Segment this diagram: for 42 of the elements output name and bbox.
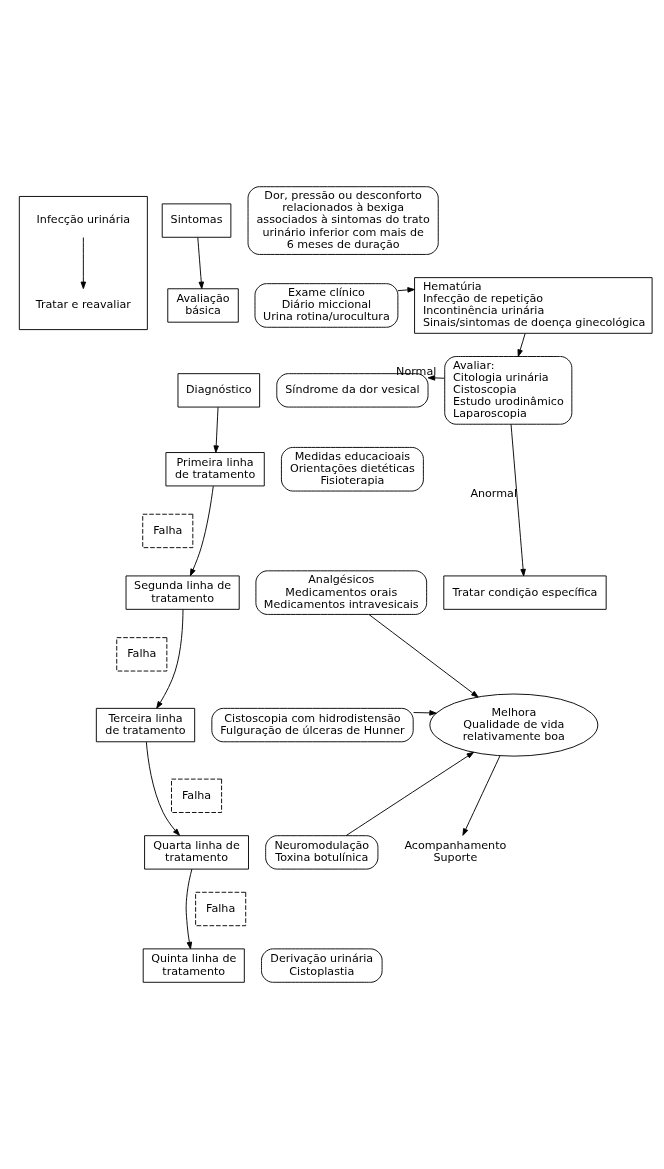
arrow bbox=[413, 710, 437, 716]
arrow bbox=[189, 485, 214, 577]
arrow bbox=[197, 237, 204, 290]
arrow bbox=[145, 741, 180, 836]
cluster bbox=[18, 196, 148, 331]
node-text: Tratar e reavaliar bbox=[35, 298, 131, 312]
arrow bbox=[427, 375, 445, 381]
edge-label: Anormal bbox=[470, 487, 517, 501]
arrow bbox=[80, 237, 87, 290]
node-box: Derivação urinária Cistoplastia bbox=[261, 948, 383, 983]
node-box: Segunda linha de tratamento bbox=[125, 575, 240, 610]
arrow bbox=[185, 868, 193, 950]
node-box: Falha bbox=[142, 513, 194, 549]
node-box: Tratar condição específica bbox=[443, 575, 607, 610]
arrow bbox=[368, 614, 479, 698]
node-box: Dor, pressão ou desconforto relacionados à bexiga associados à sintomas do trato urinário inferior com mais de 6 meses de duração bbox=[247, 186, 439, 255]
node-text: Infecção urinária bbox=[36, 213, 131, 227]
node-box: Diagnóstico bbox=[177, 373, 261, 408]
arrow bbox=[213, 406, 219, 453]
arrow bbox=[517, 333, 526, 357]
node-box: Cistoscopia com hidrodistensão Fulguração de úlceras de Hunner bbox=[211, 707, 414, 743]
node-box: Falha bbox=[116, 637, 168, 672]
node-box: Primeira linha de tratamento bbox=[165, 452, 265, 487]
node-box: Analgésicos Medicamentos orais Medicamentos intravesicais bbox=[255, 570, 428, 615]
node-box: Avaliação básica bbox=[167, 288, 239, 323]
node-box: Sintomas bbox=[161, 203, 232, 238]
arrow bbox=[462, 755, 501, 836]
node-text: Acompanhamento Suporte bbox=[404, 839, 507, 865]
node-box: Avaliar: Citologia urinária Cistoscopia Estudo urodinâmico Laparoscopia bbox=[444, 356, 573, 425]
node-box: Hematúria Infecção de repetição Incontinência urinária Sinais/sintomas de doença ginecológica bbox=[414, 277, 653, 334]
node-box: Falha bbox=[195, 891, 247, 927]
node-box: Quinta linha de tratamento bbox=[142, 948, 245, 983]
arrow bbox=[156, 608, 184, 709]
node-box: Exame clínico Diário miccional Urina rotina/urocultura bbox=[254, 283, 399, 328]
node-box: Quarta linha de tratamento bbox=[144, 835, 249, 870]
arrow bbox=[397, 287, 415, 293]
node-box: Neuromodulação Toxina botulínica bbox=[265, 835, 379, 870]
node-box: Falha bbox=[171, 778, 223, 813]
arrow bbox=[510, 423, 526, 577]
arrow bbox=[345, 751, 475, 836]
node-box: Medidas educacioais Orientações dietéticas Fisioterapia bbox=[280, 446, 424, 492]
node-box: Terceira linha de tratamento bbox=[95, 707, 196, 743]
